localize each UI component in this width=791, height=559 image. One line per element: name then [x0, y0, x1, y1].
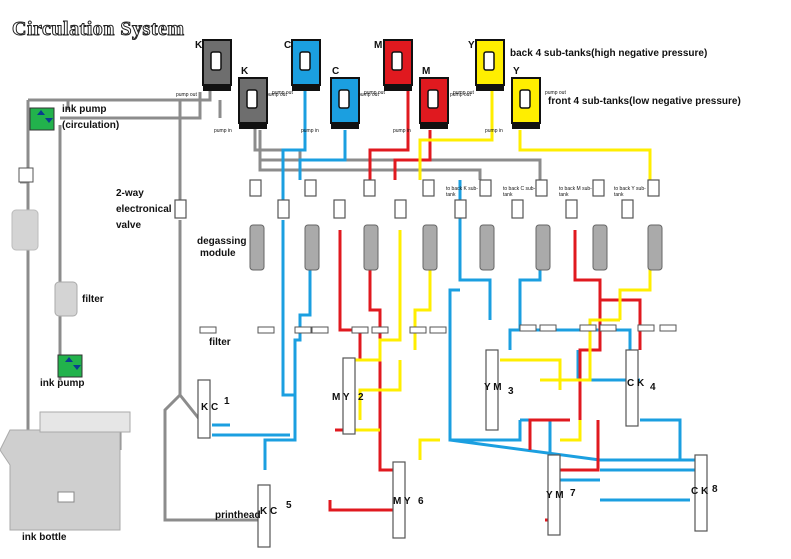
pipes [20, 88, 700, 522]
circulation-pump [29, 107, 55, 131]
circ-pump-label-2: (circulation) [62, 120, 120, 131]
back-m-pump-out: pump out [358, 92, 379, 98]
printhead-label: printhead [215, 510, 261, 521]
valve-note-y: to back Y sub-tank [614, 186, 646, 198]
printhead-6-colors: M Y [393, 496, 411, 507]
back-c-pump-out: pump out [266, 92, 287, 98]
front-tank-m [419, 77, 449, 129]
degassing-label-1: degassing [197, 236, 247, 247]
front-tank-k [238, 77, 268, 129]
valve-note-c: to back C sub-tank [503, 186, 536, 198]
diagram-title: Circulation System [12, 18, 185, 41]
left-tank-ghost [11, 209, 39, 251]
circ-pump-label-1: ink pump [62, 104, 107, 115]
back-y-pump-out: pump out [450, 92, 471, 98]
front-tank-c [330, 77, 360, 129]
printhead-8-colors: C K [691, 486, 709, 497]
back-tank-m-letter: M [374, 40, 383, 51]
front-k-pump-out: pump out [272, 90, 293, 96]
valve-label-2: electronical [116, 204, 172, 215]
front-c-pump-in: pump in [301, 128, 319, 134]
back-tank-y-letter: Y [468, 40, 475, 51]
printhead-5-num: 5 [286, 500, 292, 511]
back-k-pump-out: pump out [176, 92, 197, 98]
printhead-8-num: 8 [712, 484, 718, 495]
valve-label-3: valve [116, 220, 142, 231]
front-tank-m-letter: M [422, 66, 431, 77]
small-filters [199, 324, 677, 334]
left-valve [18, 167, 34, 183]
front-c-pump-out: pump out [364, 90, 385, 96]
front-tanks-label: front 4 sub-tanks(low negative pressure) [548, 96, 741, 107]
printhead-4-colors: C K [627, 378, 645, 389]
valve-row [174, 179, 660, 219]
ink-pump-label: ink pump [40, 378, 85, 389]
back-tank-c [291, 39, 321, 91]
filter-label-mid: filter [209, 337, 231, 348]
printhead-7-colors: Y M [546, 490, 564, 501]
back-tank-y [475, 39, 505, 91]
valve-note-k: to back K sub-tank [446, 186, 478, 198]
printhead-1-num: 1 [224, 396, 230, 407]
ink-pump [57, 354, 83, 378]
back-tanks-label: back 4 sub-tanks(high negative pressure) [510, 48, 708, 59]
degassing-label-2: module [200, 248, 236, 259]
printhead-7-num: 7 [570, 488, 576, 499]
printhead-5-colors: K C [260, 506, 278, 517]
front-m-pump-out: pump out [453, 90, 474, 96]
front-tank-y-letter: Y [513, 66, 520, 77]
filter-body [54, 281, 78, 317]
valve-note-m: to back M sub-tank [559, 186, 592, 198]
printhead-1-colors: K C [201, 402, 219, 413]
ink-bottle [0, 411, 131, 531]
back-tank-k [202, 39, 232, 91]
front-tank-k-letter: K [241, 66, 249, 77]
printhead-3-num: 3 [508, 386, 514, 397]
printhead-2-colors: M Y [332, 392, 350, 403]
front-tank-c-letter: C [332, 66, 340, 77]
front-m-pump-in: pump in [393, 128, 411, 134]
filter-label-left: filter [82, 294, 104, 305]
printhead-6-num: 6 [418, 496, 424, 507]
back-tank-m [383, 39, 413, 91]
valve-label-1: 2-way [116, 188, 144, 199]
back-tank-c-letter: C [284, 40, 292, 51]
printhead-2-num: 2 [358, 392, 364, 403]
front-y-pump-in: pump in [485, 128, 503, 134]
back-tank-k-letter: K [195, 40, 203, 51]
front-k-pump-in: pump in [214, 128, 232, 134]
printhead-3-colors: Y M [484, 382, 502, 393]
degassing-modules [249, 224, 663, 271]
front-tank-y [511, 77, 541, 129]
front-y-pump-out: pump out [545, 90, 566, 96]
printhead-4-num: 4 [650, 382, 656, 393]
ink-bottle-label: ink bottle [22, 532, 67, 543]
printheads [197, 349, 708, 548]
